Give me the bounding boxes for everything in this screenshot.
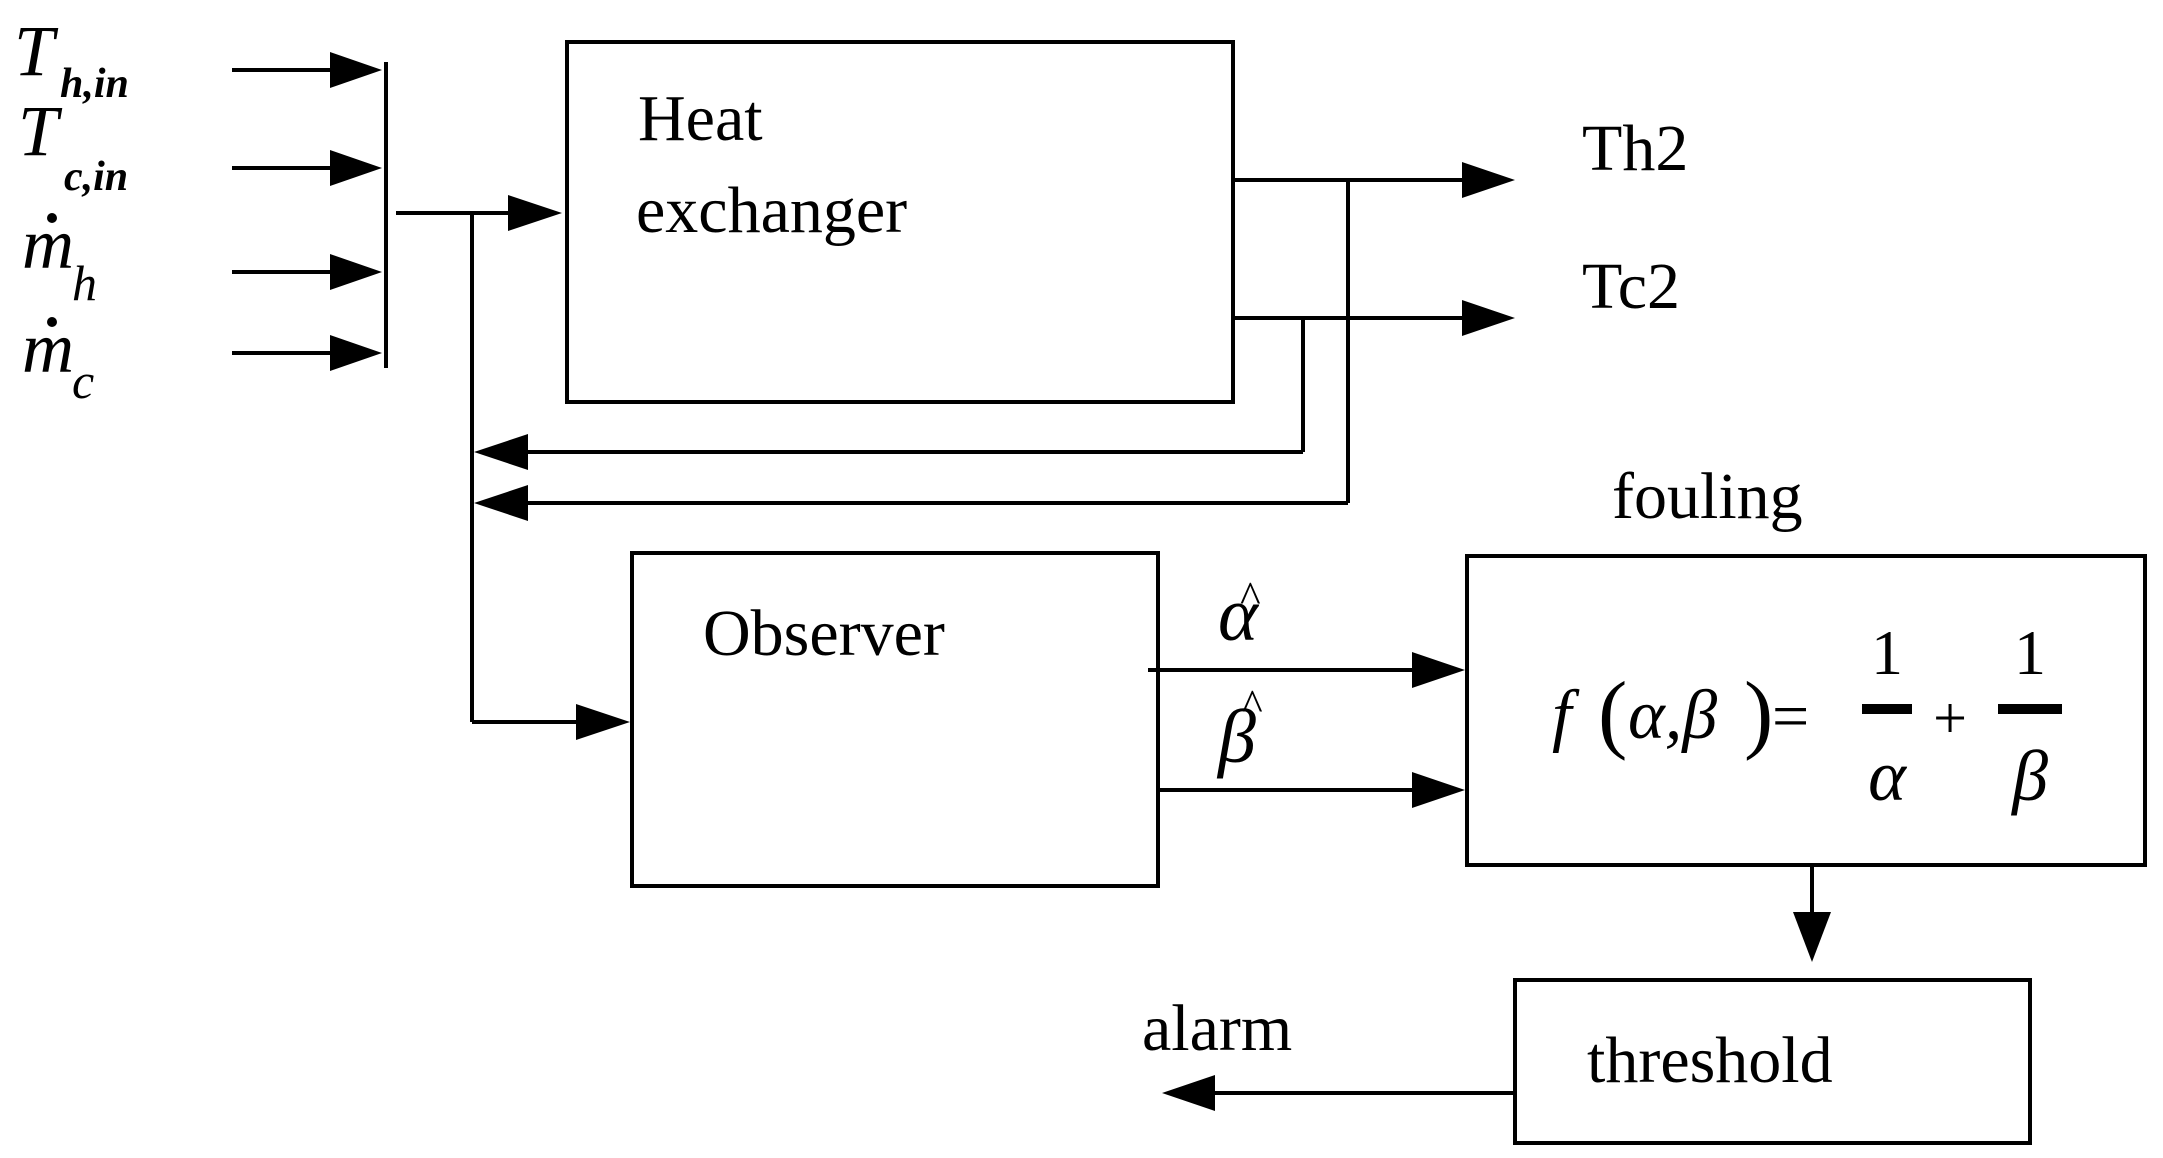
beta-hat-symbol: β [1216,695,1256,779]
mdot-h-arrowhead [330,254,382,290]
tc2-feedback-arrowhead [474,434,528,470]
alpha-hat-mark: ^ [1240,573,1261,622]
heat-exchanger-label-line1: Heat [638,82,763,155]
th2-arrowhead [1462,162,1515,198]
alpha-hat-label: α ^ [1218,573,1261,657]
formula-open-paren: ( [1598,665,1627,762]
formula-fraction-bar-2 [1998,704,2062,714]
th2-feedback-arrowhead [474,485,528,521]
fouling-title: fouling [1612,460,1803,533]
mdot-c-dot [47,317,57,327]
input-label-mdot-c: m c [22,308,94,409]
mdot-c-subscript: c [72,353,94,409]
th-in-subscript: h,in [60,61,129,107]
formula-close-paren: ) [1744,665,1773,762]
heat-exchanger-label-line2: exchanger [636,174,907,247]
threshold-input-arrowhead [1793,912,1831,962]
tc2-label: Tc2 [1582,250,1680,323]
formula-numerator-1: 1 [1871,617,1903,688]
input-label-th-in: T h,in [14,11,129,107]
th-in-symbol: T [14,11,59,91]
tc-in-symbol: T [18,91,63,171]
formula-fraction-bar-1 [1862,704,1912,714]
formula-args: α,β [1628,677,1717,754]
threshold-block [1513,978,2032,1145]
heat-exchanger-input-arrowhead [508,195,562,231]
mdot-c-arrowhead [330,335,382,371]
tc2-arrowhead [1462,300,1515,336]
alarm-label: alarm [1142,992,1292,1065]
formula-numerator-2: 1 [2014,617,2046,688]
input-label-mdot-h: m h [22,204,97,311]
mdot-h-subscript: h [72,255,97,311]
tc-in-arrowhead [330,150,382,186]
formula-equals: = [1772,680,1809,753]
beta-hat-mark: ^ [1242,681,1263,730]
observer-label: Observer [703,597,945,670]
fouling-formula: f ( α,β ) = 1 α + 1 β [1552,617,2062,816]
heat-exchanger-block [565,40,1235,404]
alarm-arrowhead [1162,1075,1215,1111]
mdot-h-dot [47,213,57,223]
input-label-tc-in: T c,in [18,91,128,200]
th-in-arrowhead [330,52,382,88]
formula-denominator-2: β [2010,736,2048,816]
tc-in-subscript: c,in [64,154,128,200]
beta-hat-label: β ^ [1216,681,1263,779]
th2-label: Th2 [1582,112,1688,185]
input-arrows [232,52,382,371]
threshold-label: threshold [1587,1024,1833,1097]
formula-denominator-1: α [1868,736,1907,816]
beta-hat-arrowhead [1412,772,1465,808]
formula-plus: + [1933,685,1967,751]
alpha-hat-arrowhead [1412,652,1465,688]
observer-block [630,551,1160,888]
observer-input-arrowhead [576,704,630,740]
alpha-hat-symbol: α [1218,573,1260,657]
